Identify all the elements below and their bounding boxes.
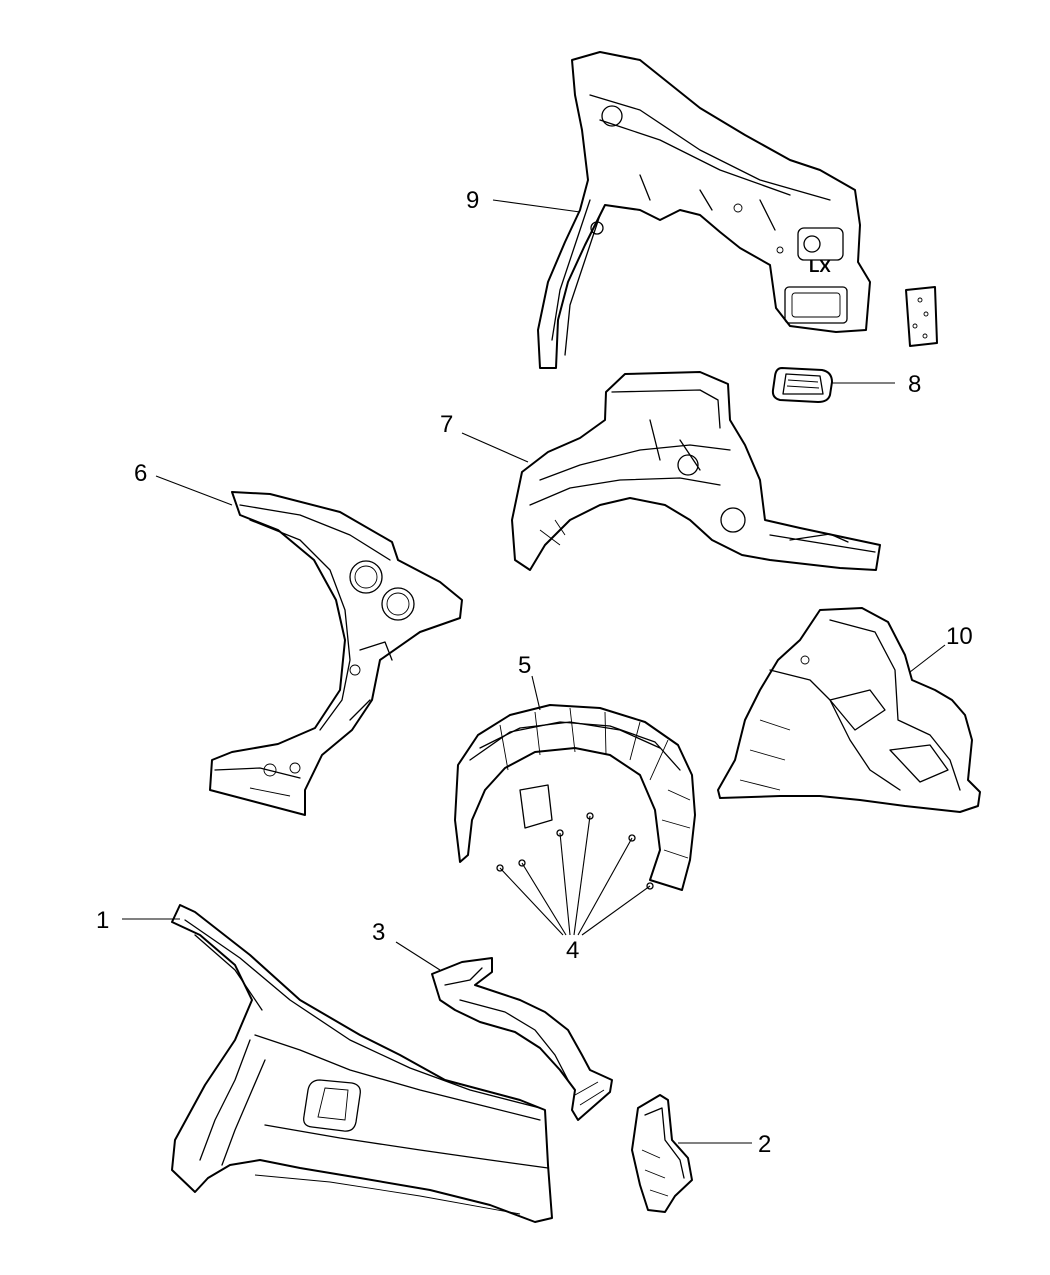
part-9-inner-quarter-panel: LX	[537, 51, 871, 369]
part-6-quarter-reinforcement	[209, 491, 463, 816]
callout-8: 8	[908, 371, 921, 398]
part-10-trunk-side-trim	[717, 607, 981, 813]
leader-line-4d	[573, 815, 591, 936]
leader-line-4c	[559, 832, 571, 936]
leader-line-3	[395, 941, 441, 971]
leader-line-4e	[577, 837, 633, 936]
leader-lines	[122, 199, 946, 1144]
lx-stamp: LX	[809, 257, 831, 276]
leader-line-9	[492, 199, 581, 213]
leader-line-4a	[499, 867, 564, 936]
callout-4: 4	[566, 937, 579, 964]
part-9-bracket-plate	[905, 286, 938, 347]
part-8-pad	[771, 367, 833, 403]
part-4-fasteners	[496, 812, 654, 890]
leader-line-5	[531, 675, 541, 711]
leader-line-7	[461, 432, 529, 463]
leader-line-6	[155, 475, 233, 506]
part-5-wheelhouse-liner	[454, 704, 696, 891]
part-3-pillar-trim	[431, 957, 613, 1121]
callout-labels: 9 8 7 6 5 10 1 3 4 2	[96, 187, 973, 1158]
leader-line-4f	[581, 885, 651, 936]
callout-2: 2	[758, 1131, 771, 1158]
leader-line-10	[909, 644, 946, 673]
part-7-wheelhouse-assembly	[511, 371, 881, 571]
part-2-lower-bracket	[631, 1094, 693, 1213]
callout-3: 3	[372, 919, 385, 946]
callout-9: 9	[466, 187, 479, 214]
callout-5: 5	[518, 652, 531, 679]
callout-10: 10	[946, 623, 973, 650]
part-1-quarter-panel	[171, 904, 553, 1223]
callout-7: 7	[440, 411, 453, 438]
leader-line-4b	[521, 862, 567, 936]
callout-1: 1	[96, 907, 109, 934]
callout-6: 6	[134, 460, 147, 487]
